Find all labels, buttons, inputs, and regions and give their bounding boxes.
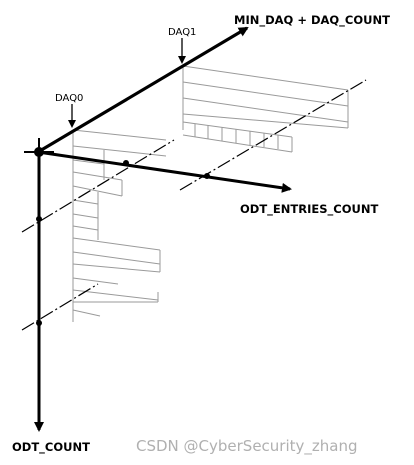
dash-dot-guides: [21, 79, 367, 331]
daq0-odt-block: [72, 129, 167, 322]
intersection-point-3: [36, 216, 42, 222]
daq0-label: DAQ0: [55, 93, 83, 104]
origin-point: [34, 147, 44, 157]
daq-axis-label: MIN_DAQ + DAQ_COUNT: [234, 13, 390, 28]
intersection-point-4: [36, 320, 42, 326]
guide-line-1: [21, 139, 175, 233]
intersection-point-2: [204, 173, 210, 179]
odt-count-axis-label: ODT_COUNT: [12, 440, 90, 455]
daq1-label: DAQ1: [168, 27, 196, 38]
intersection-point-1: [123, 160, 129, 166]
guide-line-3: [21, 283, 99, 331]
guide-line-2: [179, 79, 367, 191]
watermark-text: CSDN @CyberSecurity_zhang: [136, 437, 358, 456]
odt-entries-axis-label: ODT_ENTRIES_COUNT: [240, 202, 378, 217]
main-axes: [34, 26, 292, 432]
odt-entries-axis-arrow: [37, 150, 292, 193]
axis-origin: [24, 138, 54, 166]
daq-axis-arrow: [37, 26, 249, 154]
